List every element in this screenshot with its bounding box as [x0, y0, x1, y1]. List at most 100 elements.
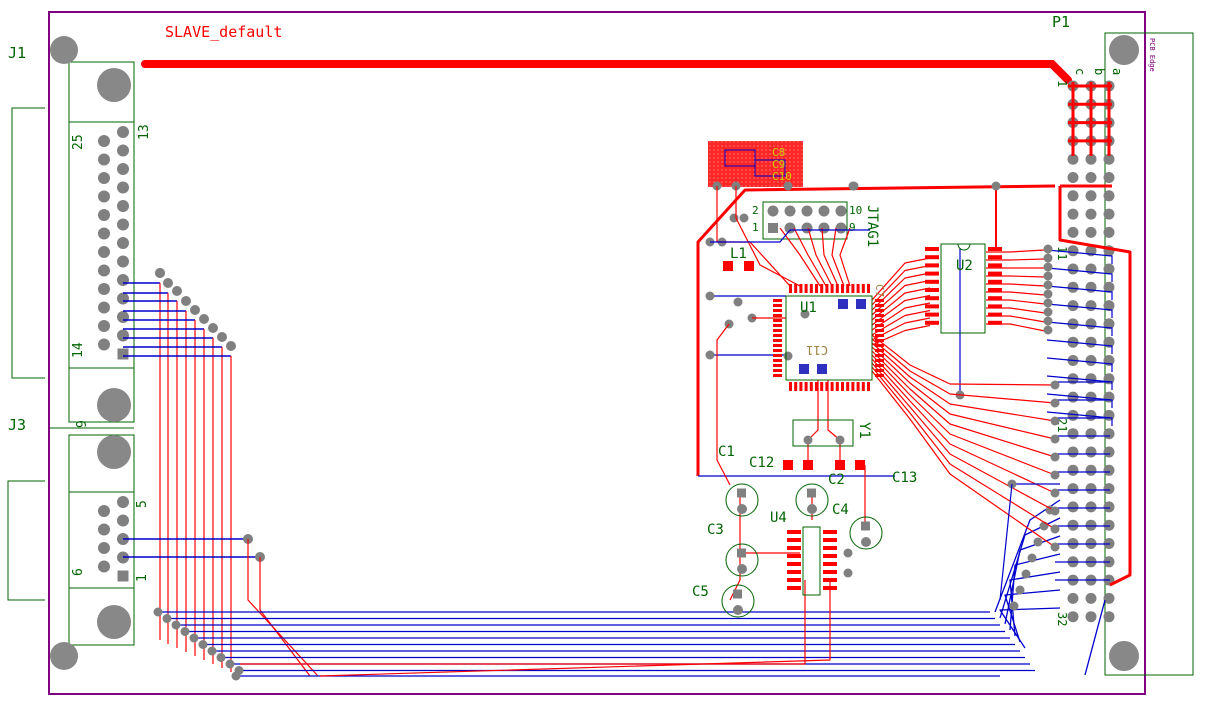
j1-pin: [98, 227, 110, 240]
u1-pad: [875, 334, 884, 337]
p1-row-11: 11: [1055, 246, 1069, 260]
p1-pin: [1103, 226, 1115, 238]
cap-pad: [737, 548, 746, 558]
j1-pin: [98, 283, 110, 295]
trace: [871, 338, 1056, 404]
u1-pad: [835, 284, 839, 293]
p1-pin: [1103, 208, 1115, 220]
j3-pin: [117, 496, 129, 508]
p1-edge-label: PCB Edge: [1148, 38, 1156, 72]
y1-outline: [792, 419, 854, 447]
u4-pad: [787, 562, 801, 566]
trace: [986, 299, 1046, 305]
via: [1015, 585, 1025, 595]
via: [153, 607, 163, 617]
trace: [871, 257, 931, 301]
u2-pad: [925, 247, 939, 251]
p1-pin: [1103, 501, 1115, 513]
u4-pad: [787, 554, 801, 558]
u1-pad: [867, 382, 870, 391]
p1-pin: [1103, 373, 1115, 385]
j1-pin: [117, 292, 129, 305]
via: [1043, 298, 1053, 308]
via: [803, 435, 813, 445]
trace: [1046, 321, 1113, 336]
via: [207, 646, 217, 656]
trace: [871, 342, 1056, 422]
j1-pin: [117, 200, 129, 212]
p1-pin: [1067, 208, 1079, 220]
via: [1043, 262, 1053, 272]
u4-pad: [823, 586, 837, 590]
u1-side-label: C7: [873, 284, 886, 297]
via: [1050, 452, 1060, 462]
p1-pin: [1067, 446, 1079, 458]
u2-pad: [925, 320, 939, 325]
p1-pin: [1103, 428, 1115, 440]
u1-pad: [804, 382, 808, 391]
via: [1043, 307, 1053, 317]
u1-pad: [773, 329, 782, 332]
p1-pin: [1103, 153, 1115, 165]
trace: [871, 264, 931, 306]
u1-pad: [875, 369, 884, 372]
p1-pin: [1085, 446, 1097, 458]
via: [1050, 542, 1060, 552]
j3-ref: J3: [8, 416, 26, 434]
u2-ref: U2: [956, 258, 973, 274]
via: [171, 620, 181, 630]
u1-pad: [773, 314, 782, 317]
c13-pad-b: [855, 460, 865, 470]
via: [1050, 380, 1060, 390]
p1-ref: P1: [1052, 13, 1070, 31]
p1-pin: [1103, 464, 1115, 476]
cap-pad: [737, 488, 746, 498]
u2-pad: [988, 312, 1002, 317]
c12-pad-a: [783, 460, 793, 470]
via: [705, 291, 715, 301]
via: [991, 181, 1001, 191]
via: [181, 296, 191, 306]
j3-pin-6: 6: [71, 568, 86, 576]
trace: [1046, 393, 1113, 408]
trace: [1058, 186, 1132, 587]
u1-pad: [773, 324, 782, 327]
u4-pad: [787, 578, 801, 582]
p1-pin: [1103, 300, 1115, 312]
u1-pad: [804, 284, 808, 293]
trace: [1046, 411, 1113, 426]
p1-pin: [1067, 190, 1079, 202]
trace: [807, 227, 833, 287]
u1-pad: [773, 364, 782, 367]
via: [1050, 416, 1060, 426]
jtag-pin: [835, 222, 847, 234]
p1-pin: [1085, 172, 1097, 183]
cap-pad: [861, 521, 870, 531]
via: [733, 297, 743, 307]
via: [843, 548, 853, 558]
j3-pin-5: 5: [135, 500, 150, 508]
u4-pad: [787, 586, 801, 590]
p1-pin: [1067, 501, 1079, 513]
p1-pin: [1085, 611, 1097, 623]
u1-pad: [875, 299, 884, 302]
y1-ref: Y1: [856, 422, 872, 439]
p1-pin: [1067, 153, 1079, 165]
via: [198, 640, 208, 649]
c13-pad-a: [835, 460, 845, 470]
u1-pad: [867, 284, 870, 293]
cap-c4: C4: [832, 502, 849, 518]
u2-pad: [988, 279, 1002, 284]
u1-pad: [835, 382, 839, 391]
u2-pad: [988, 263, 1002, 268]
trace: [871, 334, 1056, 386]
jtag-pin: [818, 205, 830, 217]
u1-pad: [825, 382, 829, 391]
cap-c2: C2: [828, 472, 845, 488]
p1-pin: [1103, 355, 1115, 366]
via: [1050, 470, 1060, 480]
u1-pad: [875, 364, 884, 367]
via: [783, 181, 793, 191]
trace: [1009, 571, 1061, 637]
trace: [696, 184, 1056, 476]
